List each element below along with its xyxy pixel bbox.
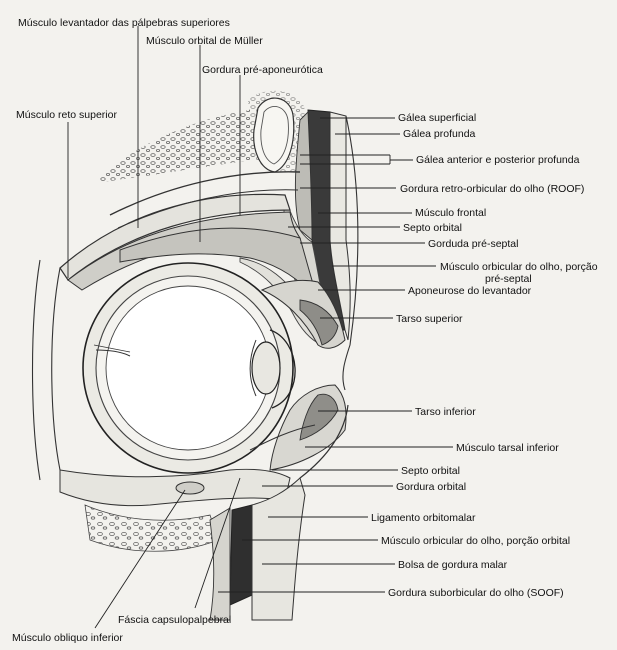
leader-lines: [67, 26, 453, 629]
label-orbicular-orbital: Músculo orbicular do olho, porção orbita…: [381, 535, 571, 547]
label-muller: Músculo orbital de Müller: [146, 35, 263, 47]
leader-fascia: [194, 477, 241, 609]
label-aponeurose: Aponeurose do levantador: [408, 285, 532, 297]
label-galea-anterior-posterior: Gálea anterior e posterior profunda: [416, 154, 580, 166]
orbital-floor: [59, 468, 291, 552]
label-septo-orbital-inferior: Septo orbital: [401, 465, 460, 477]
label-levantador: Músculo levantador das pálpebras superio…: [18, 17, 230, 29]
label-galea-profunda: Gálea profunda: [403, 128, 476, 140]
label-tarso-superior: Tarso superior: [396, 313, 463, 325]
label-ligamento-orbitomalar: Ligamento orbitomalar: [371, 512, 476, 524]
label-roof: Gordura retro-orbicular do olho (ROOF): [400, 183, 585, 195]
label-septo-orbital-superior: Septo orbital: [403, 222, 462, 234]
label-galea-superficial: Gálea superficial: [398, 112, 477, 124]
label-frontal: Músculo frontal: [415, 207, 487, 219]
label-obliquo-inferior: Músculo obliquo inferior: [12, 632, 123, 644]
eyeball: [82, 262, 296, 474]
label-soof: Gordura suborbicular do olho (SOOF): [388, 587, 564, 599]
upper-eyelid: [260, 279, 346, 349]
label-orbicular-pre-septal-line2: pré-septal: [485, 273, 532, 285]
label-fascia-capsulopalpebral: Fáscia capsulopalpebral: [118, 614, 232, 626]
label-tarso-inferior: Tarso inferior: [415, 406, 476, 418]
label-reto-superior: Músculo reto superior: [16, 109, 117, 121]
label-orbicular-pre-septal-line1: Músculo orbicular do olho, porção: [440, 261, 598, 273]
leader-obliquo: [94, 489, 186, 629]
label-tarsal-inferior: Músculo tarsal inferior: [456, 442, 559, 454]
label-bolsa-malar: Bolsa de gordura malar: [398, 559, 508, 571]
contour-lines: [31, 115, 359, 481]
label-gordura-orbital: Gordura orbital: [396, 481, 467, 493]
label-gorduda-pre-septal: Gorduda pré-septal: [428, 238, 519, 250]
frontal-sinus: [253, 97, 295, 173]
lower-eyelid: [249, 384, 347, 471]
label-gordura-pre-aponeurotica: Gordura pré-aponeurótica: [202, 64, 323, 76]
